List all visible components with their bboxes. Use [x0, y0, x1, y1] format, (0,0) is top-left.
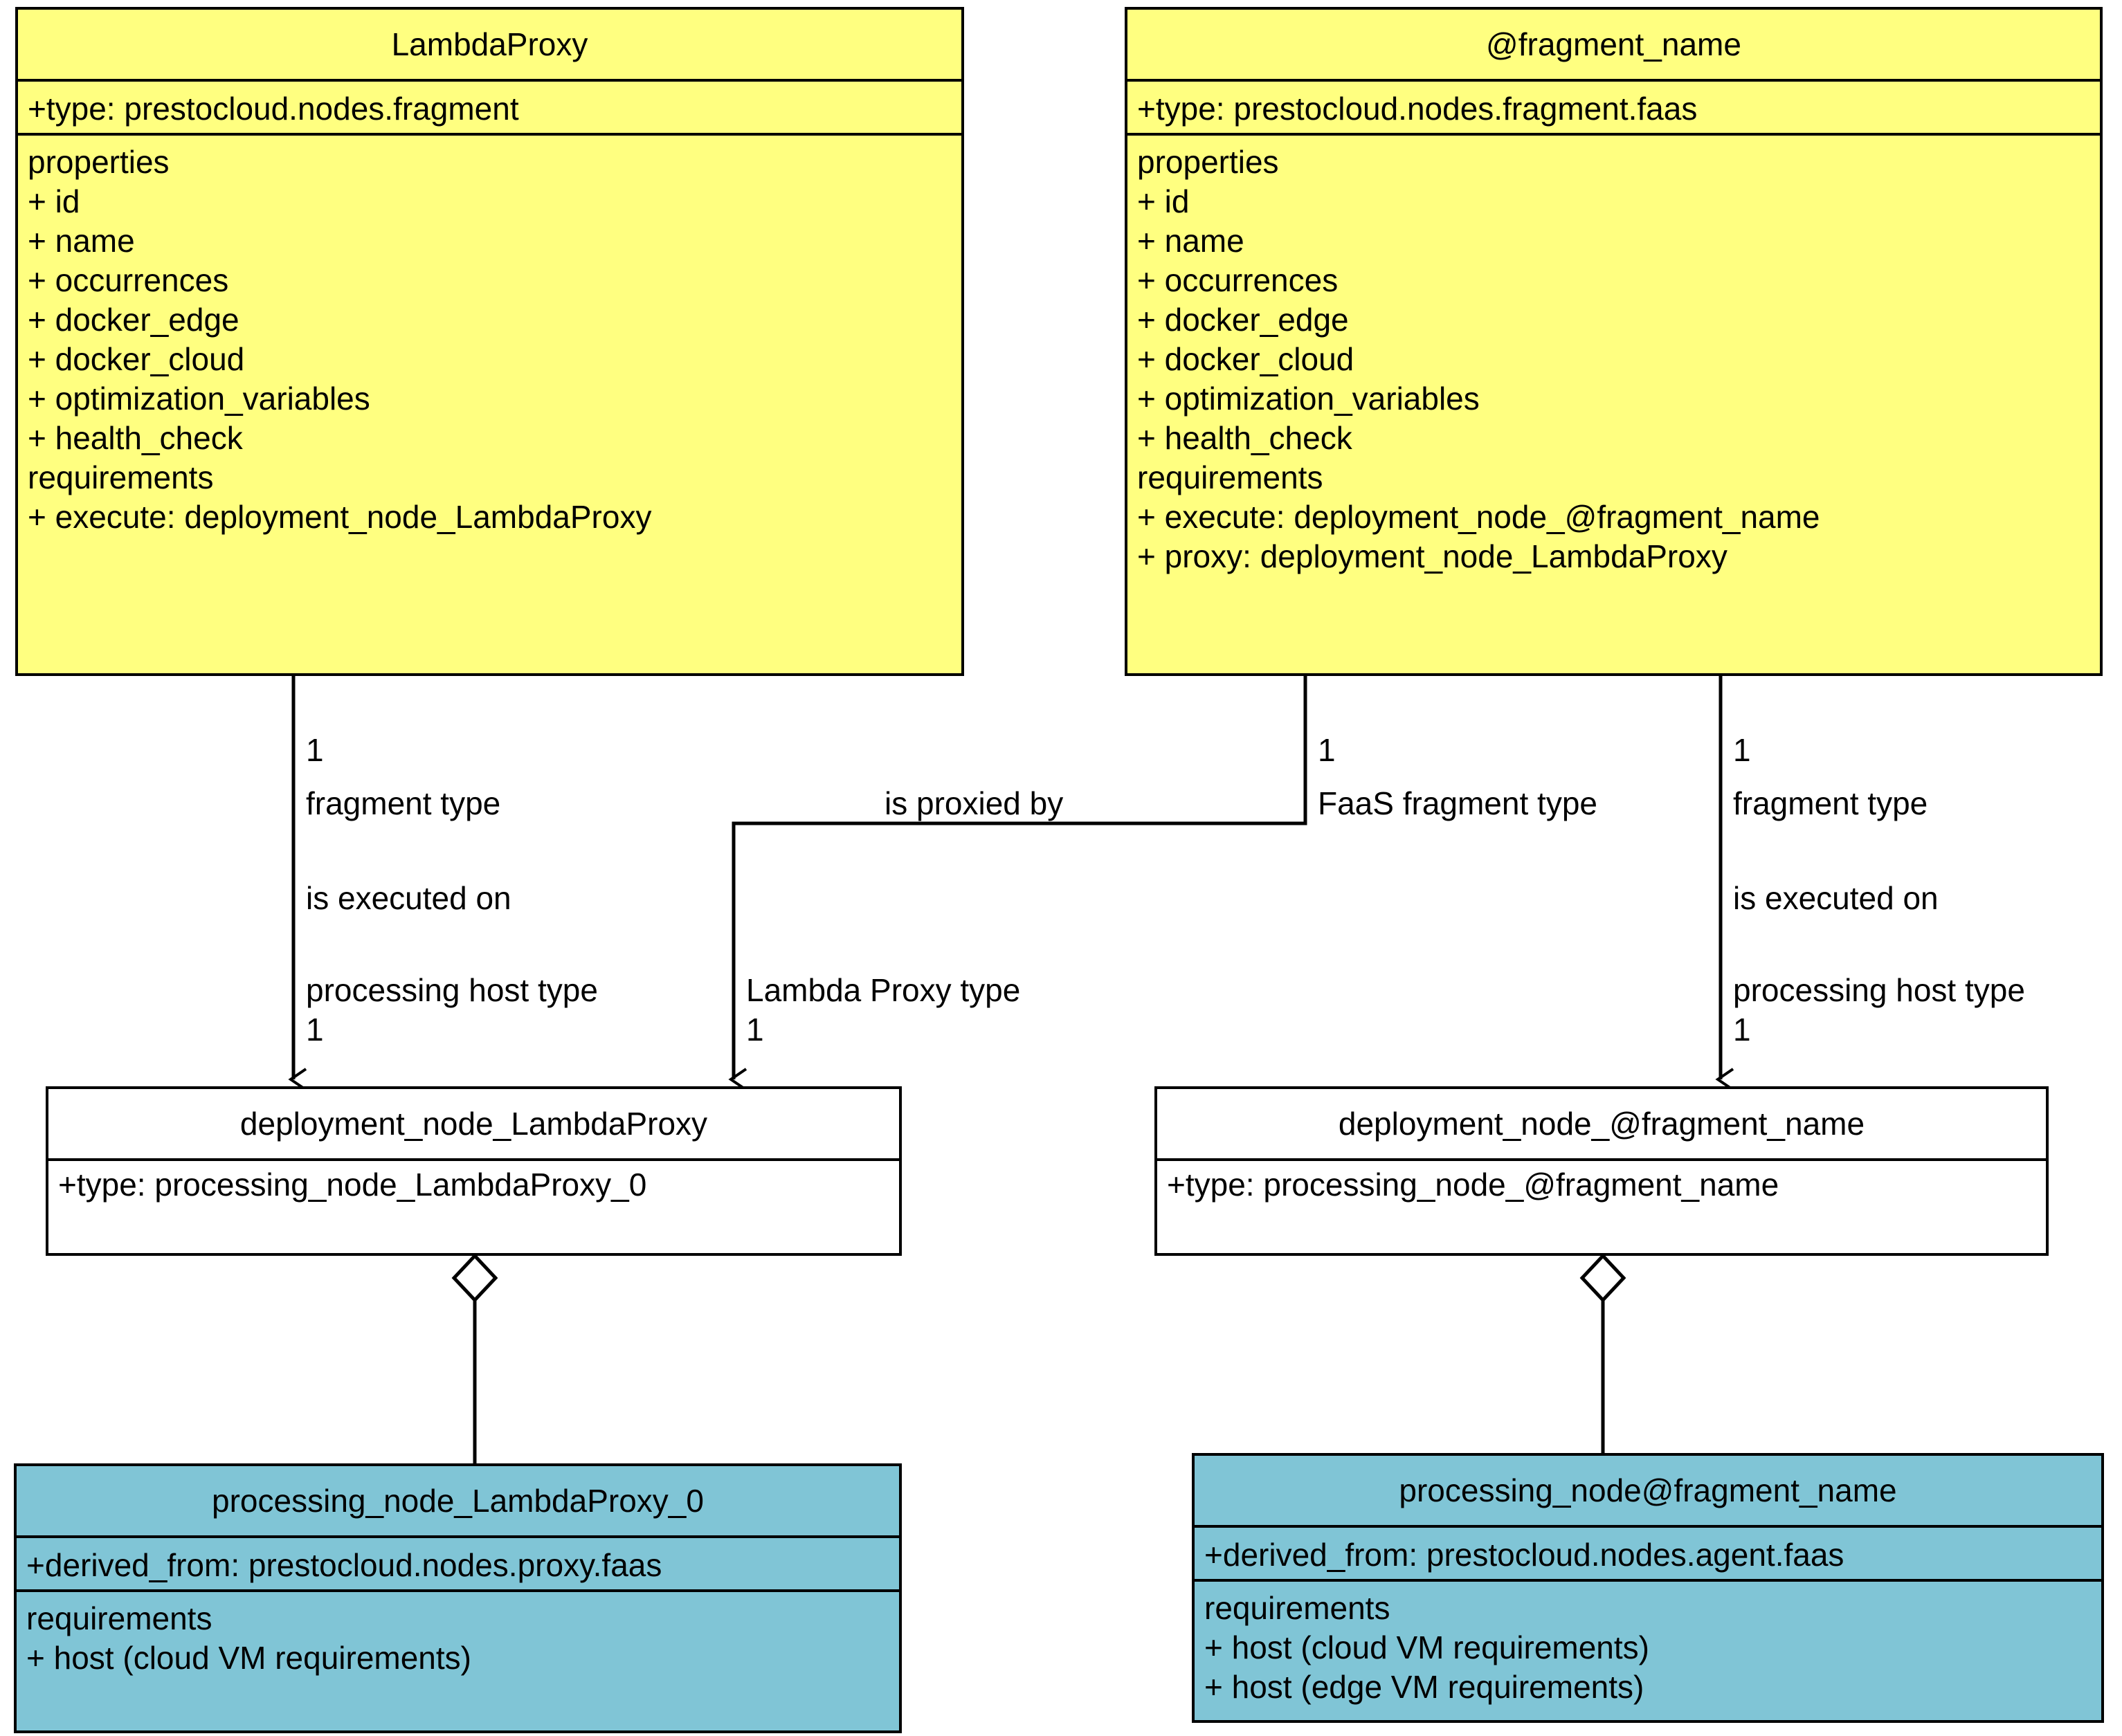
class-attr-lambda-proxy-type: +type: prestocloud.nodes.fragment	[18, 79, 961, 133]
class-title-fragment-name: @fragment_name	[1486, 26, 1741, 62]
class-box-lambda-proxy[interactable]: LambdaProxy +type: prestocloud.nodes.fra…	[15, 7, 964, 676]
class-body-lambda-proxy: properties + id + name + occurrences + d…	[18, 133, 961, 544]
body-line: requirements	[28, 459, 214, 495]
class-box-processing-node-fragment-name[interactable]: processing_node@fragment_name +derived_f…	[1192, 1453, 2104, 1723]
body-line: properties	[28, 144, 170, 180]
body-line: + name	[28, 223, 135, 259]
body-line: + docker_edge	[28, 302, 239, 338]
class-box-fragment-name[interactable]: @fragment_name +type: prestocloud.nodes.…	[1125, 7, 2103, 676]
body-line: + host (cloud VM requirements)	[26, 1640, 471, 1676]
body-line: + execute: deployment_node_@fragment_nam…	[1137, 499, 1820, 535]
body-line: + occurrences	[28, 262, 229, 298]
body-line: + occurrences	[1137, 262, 1339, 298]
class-attr-fragment-name-type: +type: prestocloud.nodes.fragment.faas	[1127, 79, 2100, 133]
edge-label-faas-proxy-source-role: FaaS fragment type	[1318, 785, 1597, 821]
body-line: + docker_edge	[1137, 302, 1349, 338]
body-line: +type: processing_node_@fragment_name	[1167, 1167, 1779, 1203]
body-line: + docker_cloud	[1137, 341, 1354, 377]
class-title-processing-node-lambda-proxy-0: processing_node_LambdaProxy_0	[212, 1483, 704, 1519]
class-attr-processing-node-lambda-proxy-0-derived: +derived_from: prestocloud.nodes.proxy.f…	[17, 1535, 899, 1589]
body-line: properties	[1137, 144, 1279, 180]
body-line: + optimization_variables	[1137, 381, 1480, 417]
edge-label-faas-execute-source-mult: 1	[1733, 732, 1751, 768]
body-line: + host (cloud VM requirements)	[1204, 1629, 1649, 1665]
body-line: +type: processing_node_LambdaProxy_0	[58, 1167, 647, 1203]
class-box-deployment-node-fragment-name[interactable]: deployment_node_@fragment_name +type: pr…	[1154, 1086, 2049, 1256]
class-title-deployment-node-fragment-name: deployment_node_@fragment_name	[1338, 1106, 1865, 1142]
body-line: requirements	[26, 1600, 212, 1636]
class-title-processing-node-fragment-name: processing_node@fragment_name	[1399, 1472, 1897, 1508]
class-attr-processing-node-fragment-name-derived: +derived_from: prestocloud.nodes.agent.f…	[1195, 1525, 2101, 1579]
class-body-fragment-name: properties + id + name + occurrences + d…	[1127, 133, 2100, 583]
body-line: + health_check	[28, 420, 243, 456]
body-line: + id	[28, 183, 80, 219]
class-box-processing-node-lambda-proxy-0[interactable]: processing_node_LambdaProxy_0 +derived_f…	[14, 1463, 902, 1733]
edge-label-lambda-execute-target-mult: 1	[306, 1012, 324, 1048]
class-body-processing-node-fragment-name: requirements + host (cloud VM requiremen…	[1195, 1579, 2101, 1714]
class-box-deployment-node-lambda-proxy[interactable]: deployment_node_LambdaProxy +type: proce…	[46, 1086, 902, 1256]
edge-label-is-proxied-by-target-role: Lambda Proxy type	[746, 972, 1021, 1008]
edge-label-faas-execute-target-role: processing host type	[1733, 972, 2025, 1008]
body-line: + docker_cloud	[28, 341, 245, 377]
edge-is-proxied-by	[728, 676, 1307, 1091]
class-body-processing-node-lambda-proxy-0: requirements + host (cloud VM requiremen…	[17, 1589, 899, 1685]
body-line: + health_check	[1137, 420, 1352, 456]
body-line: + name	[1137, 223, 1244, 259]
edge-label-faas-execute-verb: is executed on	[1733, 880, 1939, 916]
body-line: + proxy: deployment_node_LambdaProxy	[1137, 538, 1727, 574]
class-body-deployment-node-fragment-name: +type: processing_node_@fragment_name	[1157, 1158, 2046, 1212]
body-line: + id	[1137, 183, 1190, 219]
edge-label-is-proxied-by-verb: is proxied by	[885, 785, 1064, 821]
edge-label-faas-execute-target-mult: 1	[1733, 1012, 1751, 1048]
edge-label-is-proxied-by-target-mult: 1	[746, 1012, 764, 1048]
body-line: requirements	[1137, 459, 1323, 495]
body-line: + execute: deployment_node_LambdaProxy	[28, 499, 652, 535]
aggregation-diamond-right	[1579, 1253, 1626, 1303]
edge-label-faas-execute-source-role: fragment type	[1733, 785, 1928, 821]
edge-label-lambda-execute-source-role: fragment type	[306, 785, 501, 821]
class-body-deployment-node-lambda-proxy: +type: processing_node_LambdaProxy_0	[48, 1158, 899, 1212]
body-line: + host (edge VM requirements)	[1204, 1669, 1644, 1705]
body-line: + optimization_variables	[28, 381, 370, 417]
edge-label-lambda-execute-target-role: processing host type	[306, 972, 598, 1008]
edge-label-lambda-execute-source-mult: 1	[306, 732, 324, 768]
body-line: requirements	[1204, 1590, 1390, 1626]
edge-label-faas-proxy-source-mult: 1	[1318, 732, 1336, 768]
aggregation-diamond-left	[451, 1253, 498, 1303]
edge-label-lambda-execute-verb: is executed on	[306, 880, 511, 916]
class-title-deployment-node-lambda-proxy: deployment_node_LambdaProxy	[239, 1106, 708, 1142]
class-title-lambda-proxy: LambdaProxy	[391, 26, 588, 62]
